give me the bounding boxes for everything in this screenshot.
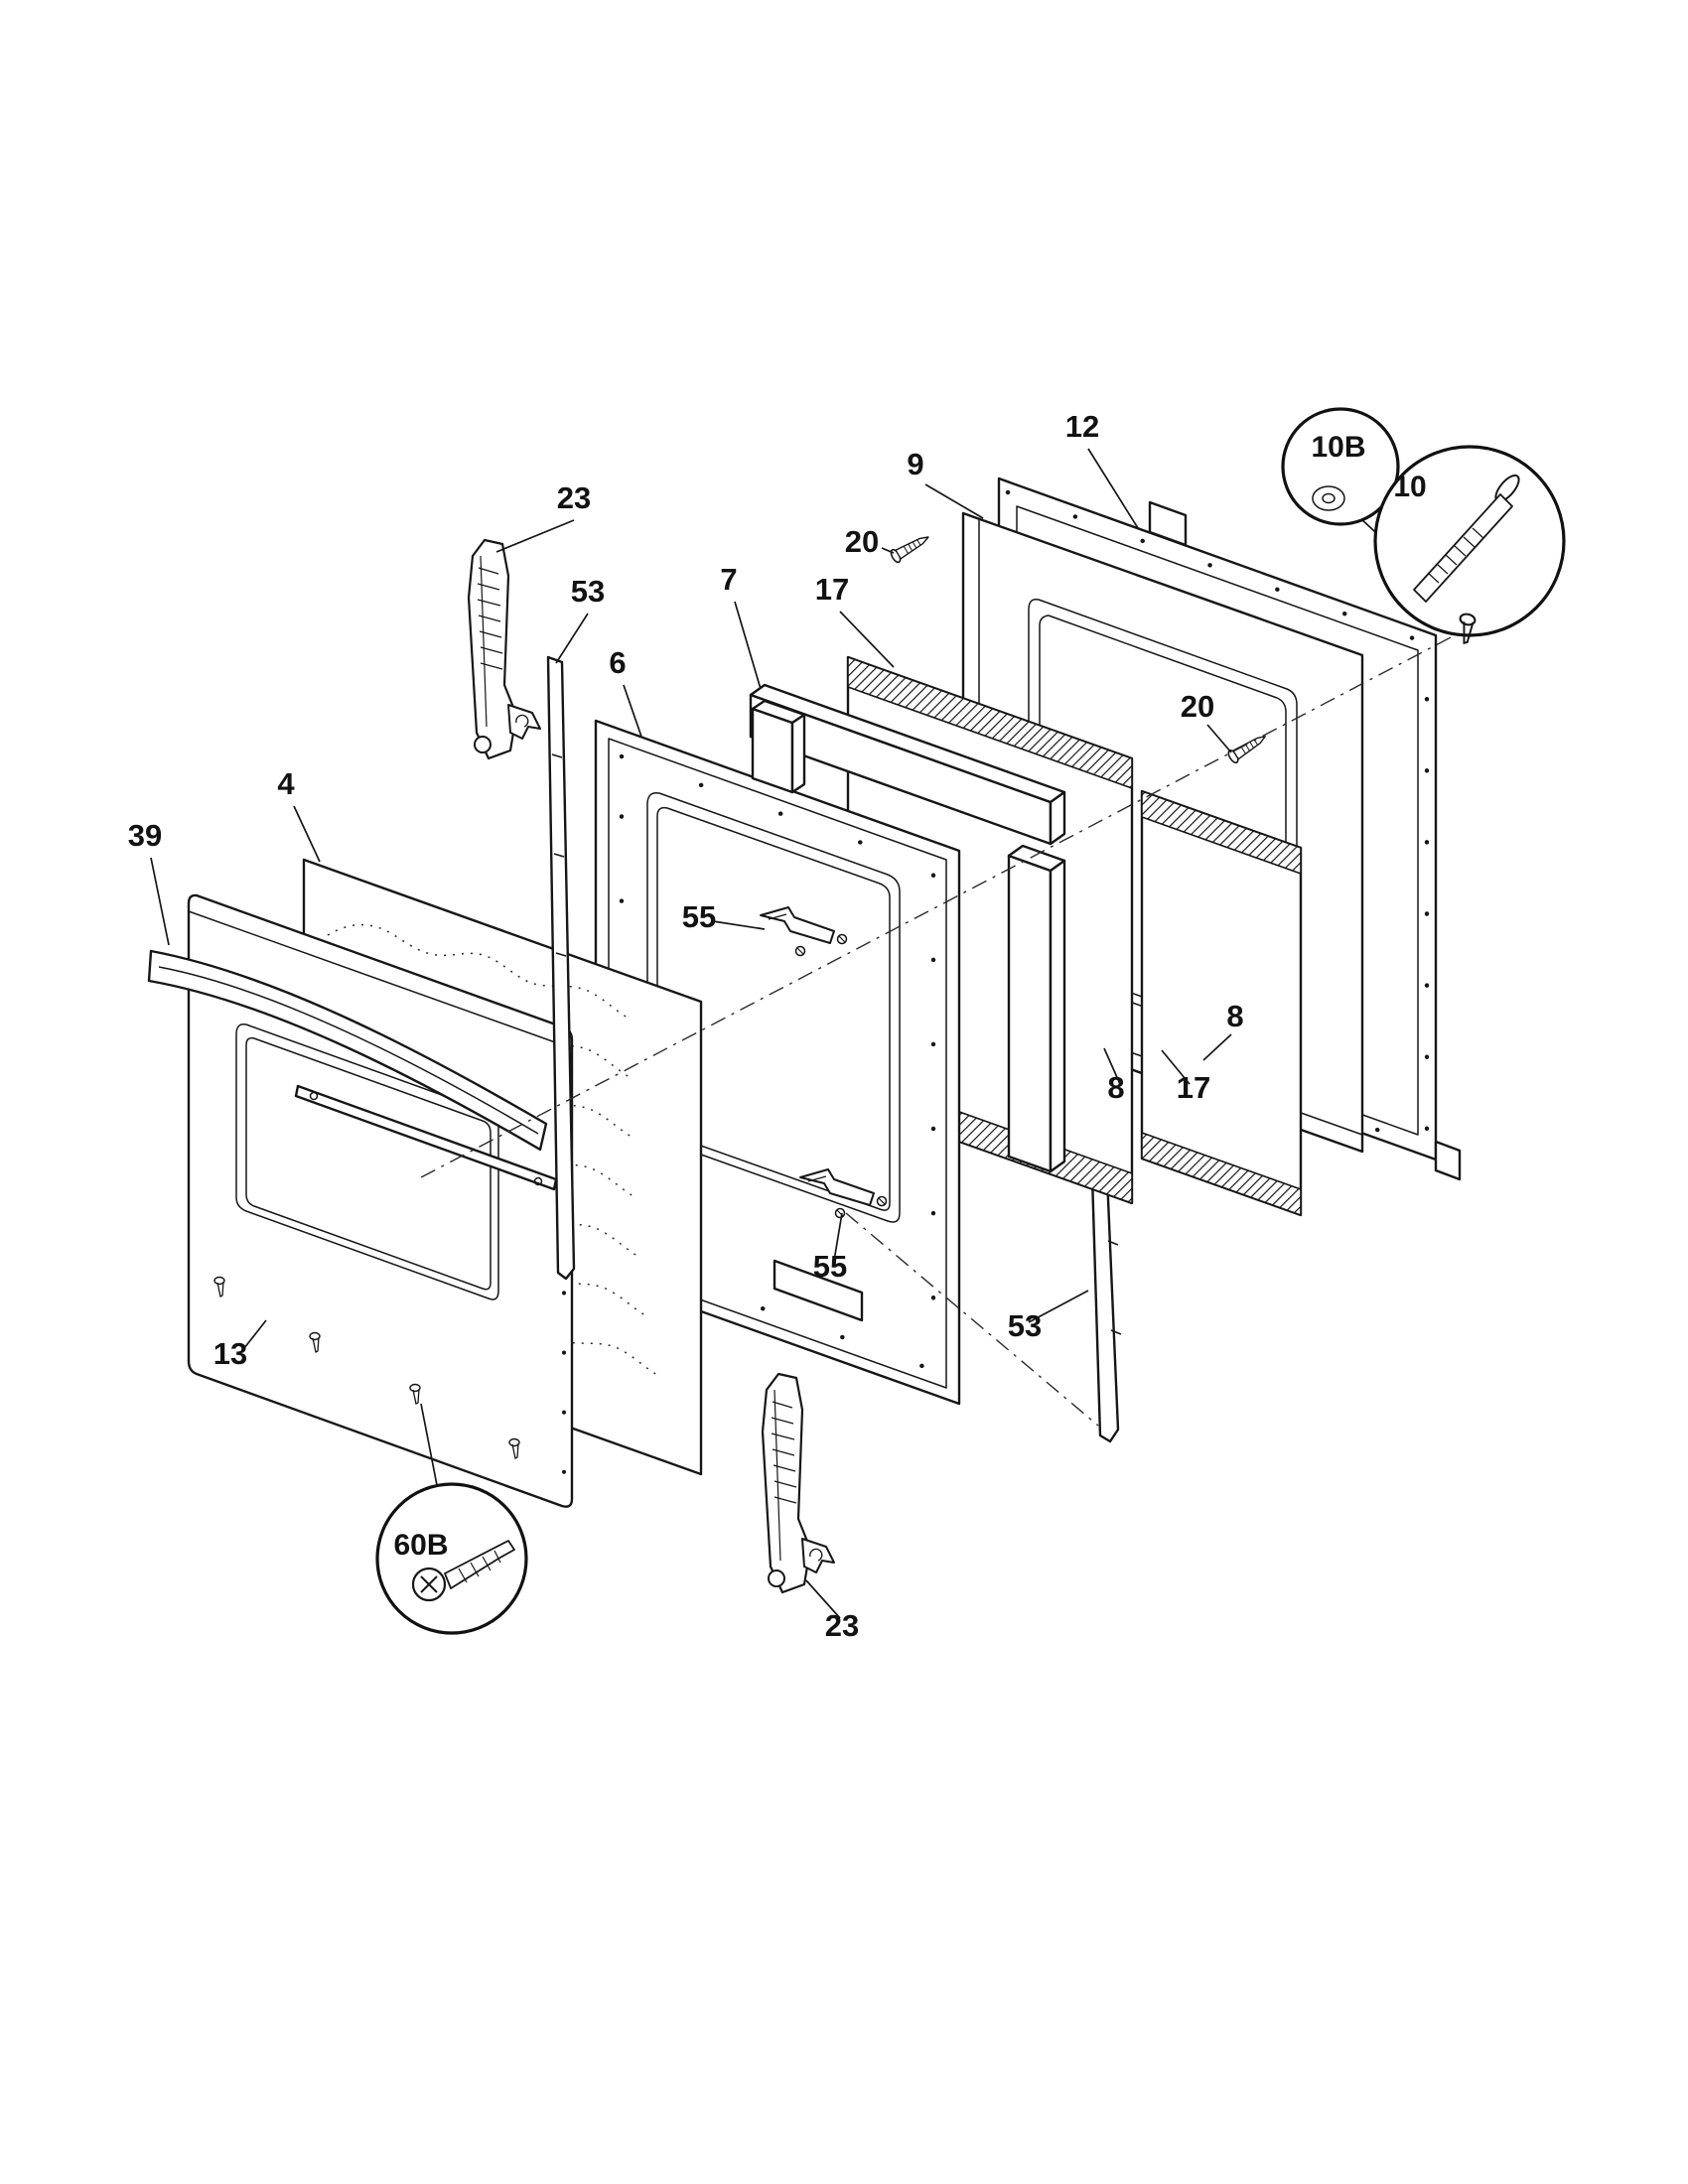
handle-inner-line [158, 966, 539, 1135]
part-label-8-left: 8 [1107, 1070, 1124, 1105]
part-label-39: 39 [128, 818, 162, 853]
part-label-7: 7 [720, 562, 737, 597]
inner-door-bottom-slot [773, 1259, 864, 1322]
part-label-12: 12 [1065, 409, 1099, 444]
screw-20-top [888, 530, 933, 565]
spacer-bar-7-side [1007, 844, 1066, 1173]
glass-17-middle-bottom-seal [1141, 1132, 1302, 1216]
construction-line-main [420, 624, 1475, 1178]
construction-line-lower [845, 1212, 1099, 1427]
part-label-17-middle: 17 [1177, 1070, 1210, 1105]
detail-circle-10b-ring [1281, 407, 1400, 526]
inner-door-window-inner [656, 806, 891, 1211]
handle-rail-screw-right [533, 1176, 543, 1186]
outer-door-panel-13 [187, 893, 574, 1508]
washer-icon [1312, 485, 1345, 511]
handle-rail [294, 1084, 558, 1191]
detail-circle-60b-ring [375, 1482, 528, 1635]
door-hinge-23-top [467, 538, 542, 760]
part-label-4: 4 [277, 766, 295, 801]
spacer-small-side [790, 713, 806, 794]
outer-door-face [187, 893, 574, 1508]
part-label-13: 13 [213, 1336, 247, 1371]
glass-17-front-top-seal [847, 656, 1133, 789]
inner-door-window-outer [646, 791, 901, 1223]
handle-rail-screw-left [309, 1091, 319, 1101]
door-hinge-23-bottom [761, 1372, 836, 1594]
outer-door-window-inner [245, 1036, 492, 1291]
part-label-8-right: 8 [1226, 999, 1243, 1033]
outer-door-top-edge [188, 910, 573, 1049]
detail-circle-10: 10 [1373, 445, 1566, 637]
spacer-side-side-face [1049, 859, 1066, 1173]
side-trim-left-body [546, 655, 576, 1281]
part-label-23-top: 23 [557, 480, 591, 515]
detail-circle-60b: 60B [375, 1482, 528, 1635]
handle-body [147, 949, 548, 1152]
spacer-block-7-small [751, 699, 806, 794]
part-label-53-right: 53 [1008, 1308, 1042, 1343]
part-label-17-front: 17 [815, 572, 849, 607]
spacer-side-front-face [1007, 854, 1053, 1173]
detail-label-10: 10 [1393, 471, 1426, 503]
door-handle-39 [147, 949, 558, 1191]
detail-label-10b: 10B [1311, 431, 1365, 464]
side-trim-53-left [546, 655, 576, 1281]
detail-label-60b: 60B [393, 1529, 448, 1562]
glass-17-middle-top-seal [1141, 790, 1302, 875]
door-liner-top-clip [1148, 500, 1188, 547]
part-labels: 23 53 6 7 17 20 9 12 20 4 39 55 8 17 8 5… [128, 409, 1244, 1643]
part-label-55-lower: 55 [813, 1249, 847, 1284]
spacer-bar-7-top [749, 683, 1066, 846]
door-liner-corner-tab [1434, 1140, 1462, 1181]
side-trim-left-notches [551, 753, 567, 957]
part-label-55-upper: 55 [682, 899, 716, 934]
detail-circle-10b: 10B [1281, 407, 1400, 526]
part-label-9: 9 [907, 447, 923, 481]
part-label-6: 6 [609, 645, 626, 680]
part-label-53-left: 53 [571, 574, 605, 609]
leader-lines [150, 448, 1467, 1619]
part-label-23-bottom: 23 [825, 1608, 859, 1643]
spacer-top-end-face [1049, 790, 1066, 846]
bolt-icon [1413, 474, 1520, 603]
part-label-20-right: 20 [1181, 689, 1214, 724]
screw-icon [411, 1540, 515, 1602]
part-label-20-top: 20 [845, 524, 879, 559]
